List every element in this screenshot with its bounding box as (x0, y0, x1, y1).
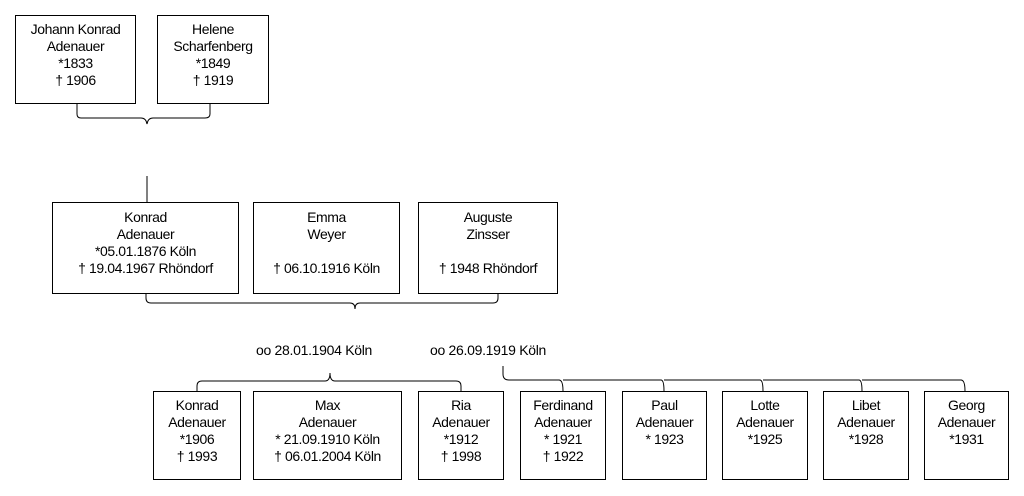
person-ria-adenauer: Ria Adenauer *1912 † 1998 (418, 391, 504, 480)
birth-line: *1906 (179, 431, 215, 447)
birth-line: *1833 (58, 55, 93, 71)
death-line: † 1922 (542, 448, 584, 464)
death-line: † 1993 (176, 448, 218, 464)
brace-first-marriage (196, 372, 462, 391)
brace-parents (76, 104, 211, 125)
name-line: Paul (651, 397, 678, 413)
name-line: Adenauer (116, 226, 175, 242)
person-konrad-adenauer: Konrad Adenauer *05.01.1876 Köln † 19.04… (52, 202, 239, 294)
blank-line (254, 243, 399, 260)
person-johann-konrad-adenauer: Johann Konrad Adenauer *1833 † 1906 (15, 15, 136, 104)
name-line: Adenauer (46, 38, 105, 54)
marriage-label-first: oo 28.01.1904 Köln (256, 342, 373, 358)
name-line: Libet (851, 397, 881, 413)
name-line: Konrad (175, 397, 219, 413)
name-line: Adenauer (937, 414, 996, 430)
person-lotte-adenauer: Lotte Adenauer *1925 (722, 391, 808, 480)
person-auguste-zinsser: Auguste Zinsser † 1948 Rhöndorf (418, 202, 558, 294)
name-line: Johann Konrad (30, 21, 121, 37)
name-line: Adenauer (837, 414, 895, 430)
person-libet-adenauer: Libet Adenauer *1928 (823, 391, 909, 480)
person-helene-scharfenberg: Helene Scharfenberg *1849 † 1919 (157, 15, 269, 104)
name-line: Ria (451, 397, 471, 413)
brace-second-marriage (502, 366, 966, 392)
name-line: Ferdinand (533, 397, 593, 413)
name-line: Adenauer (635, 414, 694, 430)
person-konrad-adenauer-jr: Konrad Adenauer *1906 † 1993 (153, 391, 241, 480)
death-line: † 06.01.2004 Köln (274, 448, 381, 464)
name-line: Scharfenberg (173, 38, 253, 54)
death-line: † 1998 (440, 448, 482, 464)
birth-line: * 21.09.1910 Köln (275, 431, 380, 447)
person-paul-adenauer: Paul Adenauer * 1923 (622, 391, 707, 480)
death-line: † 1948 Rhöndorf (438, 260, 538, 276)
death-line: † 19.04.1967 Rhöndorf (78, 260, 213, 276)
name-line: Adenauer (298, 414, 357, 430)
death-line: † 1906 (55, 72, 96, 88)
person-emma-weyer: Emma Weyer † 06.10.1916 Köln (253, 202, 400, 294)
birth-line: *1849 (195, 55, 231, 71)
name-line: Emma (307, 209, 346, 225)
person-ferdinand-adenauer: Ferdinand Adenauer * 1921 † 1922 (520, 391, 606, 480)
name-line: Konrad (124, 209, 167, 225)
birth-line: *1912 (443, 431, 479, 447)
birth-line: * 1921 (543, 431, 583, 447)
name-line: Adenauer (432, 414, 490, 430)
name-line: Zinsser (466, 226, 510, 242)
name-line: Helene (192, 21, 234, 37)
name-line: Georg (948, 397, 985, 413)
name-line: Weyer (307, 226, 346, 242)
death-line: † 1919 (192, 72, 234, 88)
name-line: Adenauer (168, 414, 226, 430)
birth-line: *1931 (949, 431, 984, 447)
birth-line: * 1923 (645, 431, 684, 447)
marriage-label-second: oo 26.09.1919 Köln (430, 342, 547, 358)
person-max-adenauer: Max Adenauer * 21.09.1910 Köln † 06.01.2… (253, 391, 402, 480)
name-line: Adenauer (736, 414, 794, 430)
name-line: Lotte (750, 397, 780, 413)
brace-spouses (145, 294, 499, 310)
name-line: Max (314, 397, 341, 413)
birth-line: *1928 (848, 431, 884, 447)
birth-line: *05.01.1876 Köln (94, 243, 197, 259)
name-line: Auguste (463, 209, 513, 225)
death-line: † 06.10.1916 Köln (273, 260, 380, 276)
blank-line (419, 243, 557, 260)
birth-line: *1925 (747, 431, 783, 447)
person-georg-adenauer: Georg Adenauer *1931 (924, 391, 1009, 480)
name-line: Adenauer (534, 414, 592, 430)
